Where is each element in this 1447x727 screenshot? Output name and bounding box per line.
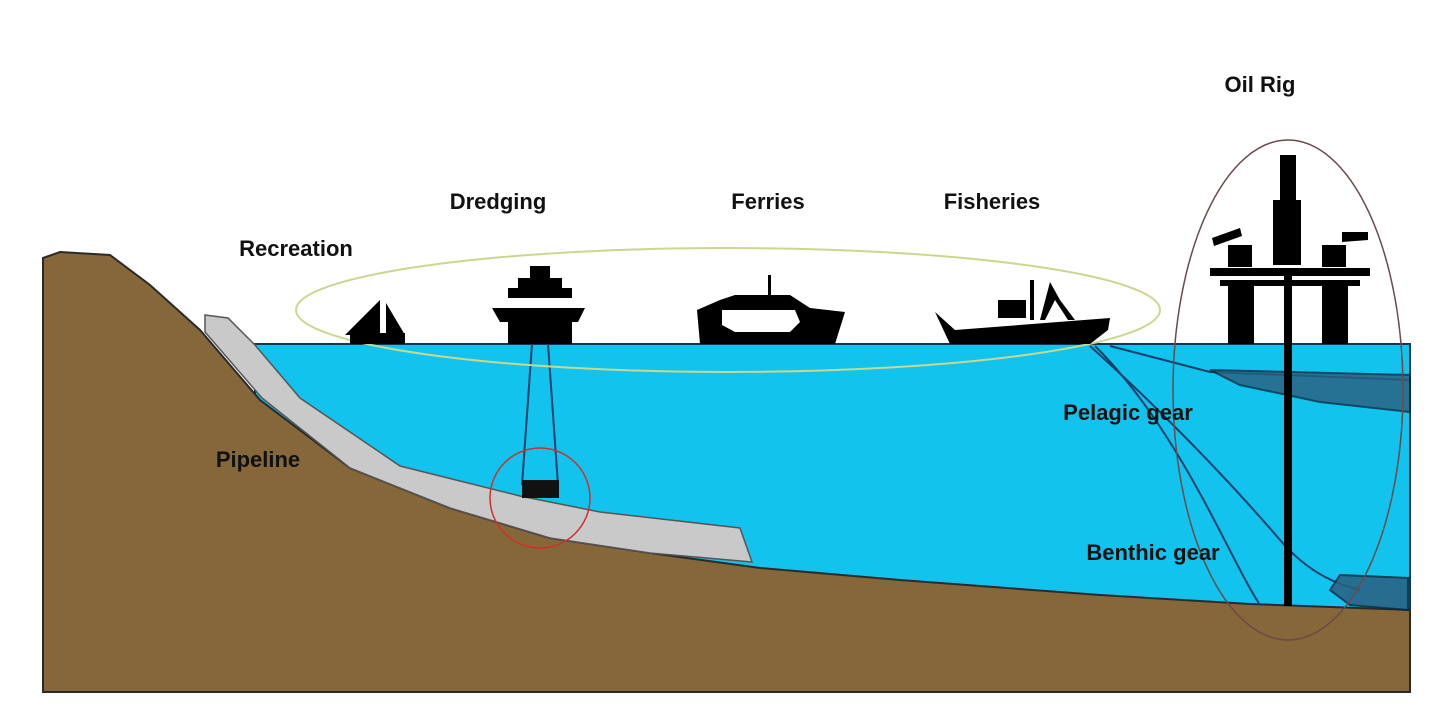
dredge-head	[522, 480, 559, 498]
surface-activity-ellipse	[295, 247, 1161, 373]
label-fisheries: Fisheries	[944, 189, 1041, 214]
pipeline	[204, 314, 754, 563]
dredger-ship-icon	[492, 266, 585, 344]
dredging-impact-circle	[489, 447, 591, 549]
sailboat-icon	[345, 300, 405, 344]
label-benthic-gear: Benthic gear	[1086, 540, 1220, 565]
label-pelagic-gear: Pelagic gear	[1063, 400, 1193, 425]
oil-rig-impact-ellipse	[1172, 139, 1404, 641]
oil-rig-icon	[1210, 155, 1370, 606]
pelagic-net	[1209, 369, 1411, 414]
label-ferries: Ferries	[731, 189, 804, 214]
label-oil-rig: Oil Rig	[1225, 72, 1296, 97]
label-pipeline: Pipeline	[216, 447, 300, 472]
fishing-vessel-icon	[935, 280, 1110, 344]
label-dredging: Dredging	[450, 189, 547, 214]
ferry-icon	[697, 275, 845, 344]
label-recreation: Recreation	[239, 236, 353, 261]
